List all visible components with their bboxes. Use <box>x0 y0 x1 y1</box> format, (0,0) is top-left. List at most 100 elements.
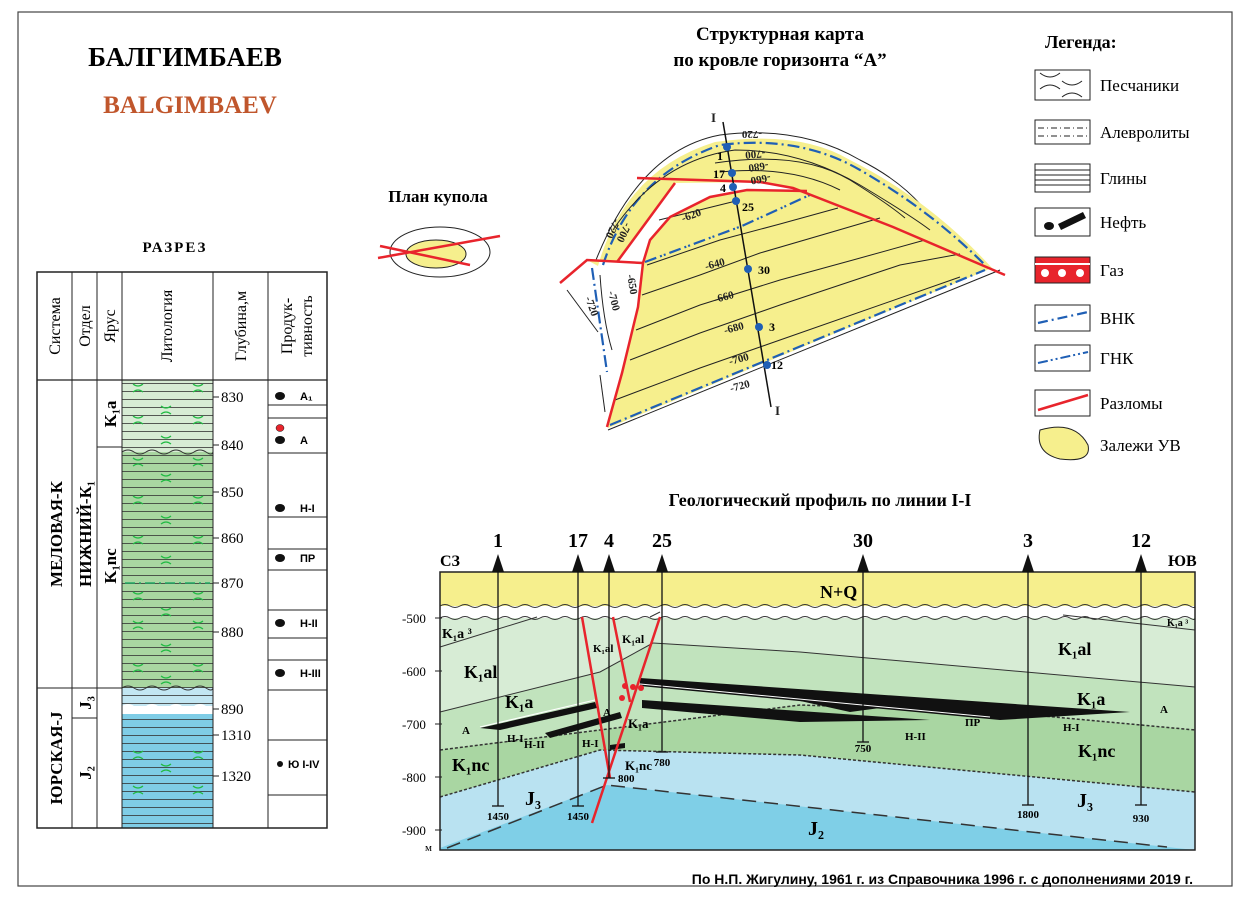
siltstone-icon <box>1034 119 1091 145</box>
legend-item: Глины <box>1034 163 1147 193</box>
horizon-a-left: A <box>462 725 470 737</box>
well-head-icon <box>656 554 668 572</box>
legend-item: ГНК <box>1034 344 1134 372</box>
profile-horizon-labels: A A A Н-I Н-II Н-I Н-II ПР Н-I <box>462 704 1168 751</box>
gwc-icon <box>1034 344 1091 372</box>
legend-label: Разломы <box>1100 394 1163 413</box>
well-number: 3 <box>1023 530 1033 552</box>
profile-well: 3 1800 <box>1017 530 1040 821</box>
structural-map <box>559 121 1006 431</box>
well-marker <box>729 183 737 191</box>
horizon-a-fault: A <box>603 707 611 719</box>
well-marker <box>723 143 731 151</box>
sandstone-mark <box>132 663 144 673</box>
stratigraphic-column <box>36 271 328 829</box>
profile-title: Геологический профиль по линии I-I <box>669 490 972 510</box>
well-bottom-depth: 750 <box>855 743 872 755</box>
oil-icon <box>275 504 285 512</box>
well-head-icon <box>572 554 584 572</box>
system-cretaceous: МЕЛОВАЯ-К <box>47 480 66 587</box>
well-bottom-depth: 1450 <box>567 811 590 823</box>
sandstone-mark <box>192 591 204 601</box>
well-head-icon <box>1135 554 1147 572</box>
sandstone-mark <box>132 591 144 601</box>
legend-item: Нефть <box>1034 207 1146 237</box>
contour-label: -650 <box>624 273 639 295</box>
well-number: 4 <box>604 530 614 552</box>
unit-j3-left: J₃ <box>525 788 541 810</box>
well-marker <box>763 361 771 369</box>
legend-label: Алевролиты <box>1100 123 1190 142</box>
deposit-icon <box>1038 426 1089 461</box>
unit-k1nc-left: K₁nc <box>452 755 489 775</box>
unit-k1a3-right: K₁a ³ <box>1167 618 1188 629</box>
depth-label: 860 <box>221 531 244 547</box>
line-label-end: I <box>775 403 780 418</box>
oil-icon <box>275 619 285 627</box>
legend-item: Залежи УВ <box>1038 426 1181 461</box>
contour-label: -660 <box>749 171 771 186</box>
field-title-ru: БАЛГИМБАЕВ <box>88 42 282 72</box>
well-marker <box>755 323 763 331</box>
depth-axis-label: -600 <box>402 664 426 679</box>
sandstone-icon <box>1034 69 1091 101</box>
depth-axis-label: -900 <box>402 823 426 838</box>
depth-label: 1310 <box>221 728 251 744</box>
header-productivity-2: тивность <box>299 295 316 356</box>
frame <box>17 11 1233 887</box>
sandstone-mark <box>160 643 172 653</box>
profile-well: 1 1450 <box>487 530 510 823</box>
depth-label: 840 <box>221 438 244 454</box>
legend-label: Залежи УВ <box>1100 436 1181 455</box>
system-jurassic: ЮРСКАЯ-J <box>47 711 66 805</box>
header-series: Отдел <box>77 305 94 347</box>
direction-se: ЮВ <box>1168 553 1197 570</box>
section-title: РАЗРЕЗ <box>143 240 208 256</box>
well-bottom-depth: 1450 <box>487 811 510 823</box>
stage-k1nc: K₁nc <box>101 548 120 584</box>
productivity-label: A <box>300 435 308 447</box>
horizon-h1-fault: Н-I <box>582 738 599 750</box>
well-bottom-depth: 1800 <box>1017 809 1040 821</box>
well-label: 25 <box>742 200 754 214</box>
legend-title: Легенда: <box>1045 32 1117 52</box>
depth-axis-unit: м <box>425 842 432 854</box>
sandstone-mark <box>132 457 144 467</box>
well-number: 12 <box>1131 530 1151 552</box>
unit-k1a-right: K₁a <box>1077 689 1105 709</box>
unit-k1a-left: K₁a <box>505 692 533 712</box>
well-number: 30 <box>853 530 873 552</box>
contour-label: -700 <box>744 147 766 161</box>
contour-label: -700 <box>728 351 751 368</box>
sandstone-mark <box>160 405 172 415</box>
productivity-label: Ю I-IV <box>288 759 320 771</box>
well-label: 3 <box>769 320 775 334</box>
map-contour-labels: -720 -700 -680 -660 -620 -640 -660 -680 … <box>582 110 780 418</box>
unit-k1al-right: K₁al <box>1058 639 1091 659</box>
field-title-en: BALGIMBAEV <box>103 92 277 119</box>
depth-axis-label: -800 <box>402 770 426 785</box>
unit-k1nc-right: K₁nc <box>1078 741 1115 761</box>
contour-label: -660 <box>713 289 736 306</box>
series-j3: J₃ <box>76 696 95 710</box>
map-title-line1: Структурная карта <box>696 24 864 45</box>
unit-j3-right: J₃ <box>1077 790 1093 812</box>
line-label-start: I <box>711 110 716 125</box>
sandstone-mark <box>192 495 204 505</box>
well-number: 1 <box>493 530 503 552</box>
well-label: 4 <box>720 181 726 195</box>
oil-icon <box>1034 207 1091 237</box>
well-label: 17 <box>713 167 725 181</box>
oil-icon <box>275 436 285 444</box>
legend-item: ВНК <box>1034 304 1136 332</box>
sandstone-mark <box>192 663 204 673</box>
sandstone-mark <box>192 750 204 760</box>
sandstone-mark <box>192 457 204 467</box>
